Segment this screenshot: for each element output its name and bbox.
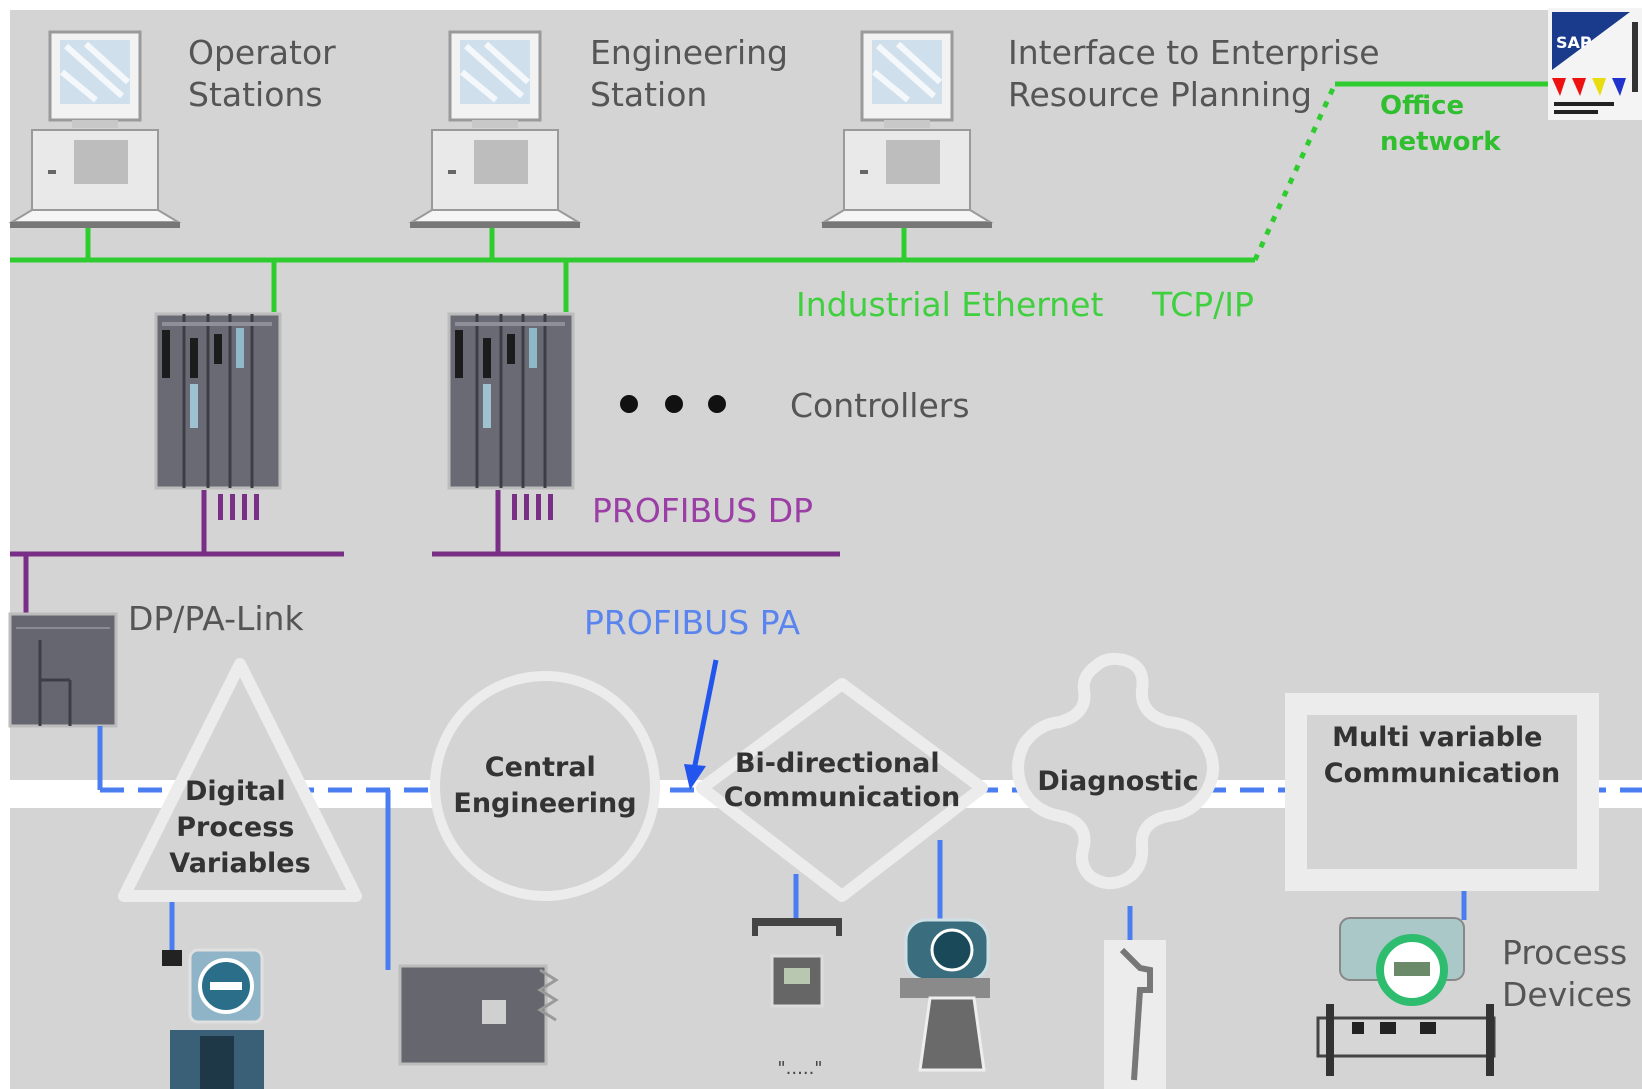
level-radar-sensor-icon bbox=[900, 918, 990, 1072]
svg-text:Multi variable Communica: Multi variable Communication bbox=[1324, 722, 1561, 789]
sap-logo-icon: SAP bbox=[1548, 8, 1642, 120]
digital-process-variables-shape: Digital Process Variables bbox=[118, 658, 362, 902]
process-devices-label: Process Devices bbox=[1502, 933, 1638, 1014]
svg-text:SAP: SAP bbox=[1556, 33, 1592, 52]
controllers-label: Controllers bbox=[790, 386, 970, 425]
office-network-label: Office network bbox=[1380, 91, 1501, 157]
engineering-station-label: Engineering Station bbox=[590, 33, 799, 114]
office-network-line bbox=[1252, 81, 1548, 262]
svg-text:Digital Process Va: Digital Process Variables bbox=[169, 776, 310, 879]
erp-interface-label: Interface to Enterprise Resource Plannin… bbox=[1008, 33, 1390, 114]
dp-pa-link-icon bbox=[8, 612, 118, 728]
dp-pa-link-label: DP/PA-Link bbox=[128, 599, 304, 638]
tcp-ip-label: TCP/IP bbox=[1151, 285, 1254, 324]
svg-text:Central Engineering: Central Engineering bbox=[453, 752, 636, 819]
flow-meter-icon bbox=[1316, 917, 1496, 1076]
controller-icon-1 bbox=[154, 312, 282, 490]
profibus-dp-label: PROFIBUS DP bbox=[592, 491, 813, 530]
temperature-sensor-icon bbox=[1104, 940, 1166, 1089]
remote-io-module-icon bbox=[398, 964, 559, 1066]
svg-text:Diagnostic: Diagnostic bbox=[1037, 766, 1198, 797]
controller-icon-2 bbox=[447, 312, 575, 490]
profibus-pa-label: PROFIBUS PA bbox=[584, 603, 801, 642]
multivariable-communication-shape: Multi variable Communication bbox=[1285, 693, 1599, 891]
svg-text:Bi-directional Communica: Bi-directional Communication bbox=[724, 748, 961, 813]
pressure-transmitter-icon bbox=[162, 948, 264, 1089]
industrial-ethernet-label: Industrial Ethernet bbox=[796, 285, 1103, 324]
valve-positioner-icon: "....." bbox=[752, 918, 842, 1079]
bidirectional-communication-shape: Bi-directional Communication bbox=[696, 678, 988, 902]
svg-text:".....": "....." bbox=[777, 1058, 822, 1079]
profibus-dp-bus bbox=[10, 490, 840, 614]
industrial-ethernet-bus bbox=[10, 228, 1255, 312]
central-engineering-shape: Central Engineering bbox=[430, 671, 660, 901]
profibus-pa-arrow bbox=[684, 659, 719, 790]
diagnostic-shape: Diagnostic bbox=[1012, 652, 1219, 890]
operator-stations-label: Operator Stations bbox=[188, 33, 346, 114]
controllers-ellipsis bbox=[620, 395, 726, 413]
